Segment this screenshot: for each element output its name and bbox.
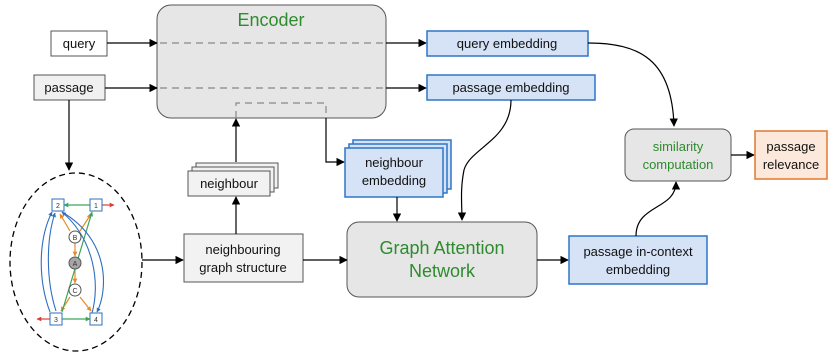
neighbour-embedding-stack: neighbour embedding <box>344 139 452 198</box>
svg-text:C: C <box>72 288 77 295</box>
ngs-label-line-1: neighbouring <box>205 242 280 257</box>
passage-relevance-box: passage relevance <box>754 130 828 180</box>
neighbour-label: neighbour <box>200 176 258 191</box>
svg-text:3: 3 <box>54 317 58 324</box>
relevance-label-line-2: relevance <box>763 157 819 172</box>
svg-text:2: 2 <box>56 203 60 210</box>
neighbouring-graph-structure-box: neighbouring graph structure <box>183 233 304 283</box>
svg-text:B: B <box>73 235 78 242</box>
passage-embedding-label: passage embedding <box>452 80 569 95</box>
svg-text:A: A <box>73 261 78 268</box>
mini-node-a: A <box>68 256 82 270</box>
similarity-label-line-1: similarity <box>653 139 704 154</box>
similarity-label-line-2: computation <box>643 157 714 172</box>
svg-text:4: 4 <box>94 317 98 324</box>
query-embedding-to-similarity-arrow <box>587 42 678 127</box>
encoder-label: Encoder <box>237 10 304 30</box>
mini-graph: 2 1 B A C 3 4 <box>36 198 115 326</box>
query-embedding-box: query embedding <box>426 30 589 57</box>
mini-node-4: 4 <box>89 312 103 326</box>
neighbour-embedding-line-2: embedding <box>362 173 426 188</box>
mini-node-b: B <box>68 230 82 244</box>
mini-node-2: 2 <box>51 198 65 212</box>
similarity-computation-block: similarity computation <box>624 128 732 182</box>
passage-input-box: passage <box>33 74 106 101</box>
gat-label-line-2: Network <box>409 261 476 281</box>
mini-node-1: 1 <box>89 198 103 212</box>
passage-in-context-embedding-box: passage in-context embedding <box>568 235 708 285</box>
passage-label: passage <box>44 80 93 95</box>
query-input-box: query <box>50 30 108 57</box>
mini-graph-ellipse <box>9 172 143 352</box>
passage-embedding-box: passage embedding <box>426 74 596 101</box>
pice-label-line-1: passage in-context <box>583 244 693 259</box>
query-label: query <box>63 36 96 51</box>
graph-attention-network-block: Graph Attention Network <box>346 221 538 298</box>
passage-embedding-to-gat-arrow <box>457 99 512 221</box>
query-embedding-label: query embedding <box>457 36 557 51</box>
pice-label-line-2: embedding <box>606 262 670 277</box>
encoder-to-neighbour-embedding-arrow <box>325 118 345 167</box>
neighbour-stack: neighbour <box>187 162 279 197</box>
neighbour-embedding-line-1: neighbour <box>365 155 423 170</box>
mini-node-3: 3 <box>49 312 63 326</box>
svg-text:1: 1 <box>94 203 98 210</box>
neighbour-pass-through <box>235 102 327 118</box>
in-context-to-similarity-arrow <box>635 181 681 237</box>
encoder-block: Encoder <box>156 4 387 119</box>
mini-node-c: C <box>68 283 82 297</box>
gat-label-line-1: Graph Attention <box>379 238 504 258</box>
ngs-label-line-2: graph structure <box>199 260 286 275</box>
relevance-label-line-1: passage <box>766 139 815 154</box>
